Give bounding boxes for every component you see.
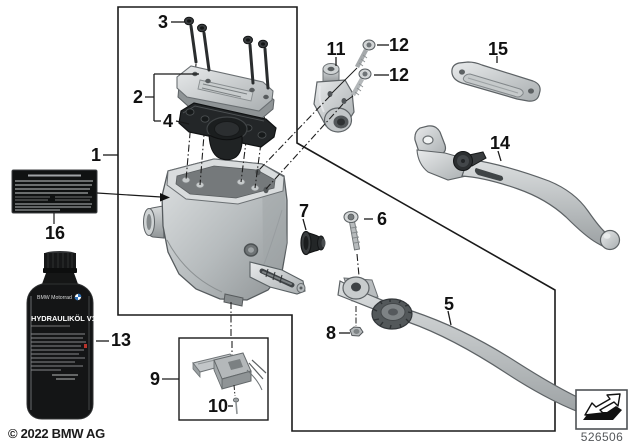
callout-7: 7 bbox=[298, 201, 310, 221]
callout-12b: 12 bbox=[388, 65, 410, 85]
callout-9: 9 bbox=[149, 369, 161, 389]
label-arrowhead-icon bbox=[160, 193, 170, 202]
callout-15: 15 bbox=[487, 39, 509, 59]
callout-12a: 12 bbox=[388, 35, 410, 55]
callout-11: 11 bbox=[326, 39, 346, 59]
callout-5: 5 bbox=[443, 294, 455, 314]
installation-direction-box bbox=[575, 389, 628, 430]
clamp-plate bbox=[451, 61, 541, 102]
callout-leaders bbox=[96, 21, 502, 407]
copyright-text: © 2022 BMW AG bbox=[8, 426, 105, 441]
handlebar-clamp bbox=[313, 63, 355, 133]
sight-glass bbox=[243, 243, 259, 257]
reach-adjuster-dial bbox=[371, 298, 413, 330]
adjuster-cam bbox=[453, 151, 487, 171]
fluid-bottle: BMW Motorrad HYDRAULIKÖL V10 bbox=[26, 251, 100, 420]
assembly-frame-outline bbox=[117, 6, 556, 432]
cover-screws bbox=[184, 16, 270, 90]
info-label bbox=[11, 169, 170, 224]
hand-lever-upper bbox=[414, 125, 621, 251]
screw bbox=[243, 35, 255, 85]
callout-3: 3 bbox=[157, 12, 169, 32]
bottle-brand-text: BMW Motorrad bbox=[37, 295, 72, 301]
reservoir-cover bbox=[176, 65, 275, 121]
hand-lever-lower bbox=[337, 276, 615, 420]
lever-bracket-arm bbox=[249, 261, 306, 295]
part-number-text: 526506 bbox=[580, 430, 624, 444]
callout-14: 14 bbox=[489, 133, 511, 153]
bottle-product-text: HYDRAULIKÖL V10 bbox=[31, 314, 100, 323]
callout-8: 8 bbox=[325, 323, 337, 343]
screw bbox=[197, 23, 211, 72]
screw bbox=[184, 16, 198, 64]
callout-1: 1 bbox=[90, 145, 102, 165]
callout-10: 10 bbox=[207, 396, 229, 416]
callout-2: 2 bbox=[132, 87, 144, 107]
callout-4: 4 bbox=[162, 111, 174, 131]
switch-screw bbox=[232, 397, 239, 415]
screw bbox=[355, 39, 376, 69]
screw bbox=[258, 39, 270, 90]
bmw-roundel-icon bbox=[74, 293, 82, 301]
pivot-bolt bbox=[343, 210, 361, 277]
callout-6: 6 bbox=[376, 209, 388, 229]
switch-mount-tab bbox=[223, 293, 244, 307]
clamp-screws bbox=[257, 39, 376, 190]
rubber-boot bbox=[300, 230, 326, 256]
callout-13: 13 bbox=[110, 330, 132, 350]
installation-direction-arrow-icon bbox=[583, 393, 622, 420]
callout-16: 16 bbox=[44, 223, 66, 243]
reservoir-diaphragm bbox=[178, 102, 277, 161]
brake-light-switch bbox=[192, 352, 267, 415]
master-cylinder-body bbox=[143, 158, 306, 307]
label-warning-mark bbox=[84, 344, 87, 348]
pivot-nut bbox=[349, 326, 364, 337]
screw bbox=[351, 68, 372, 97]
